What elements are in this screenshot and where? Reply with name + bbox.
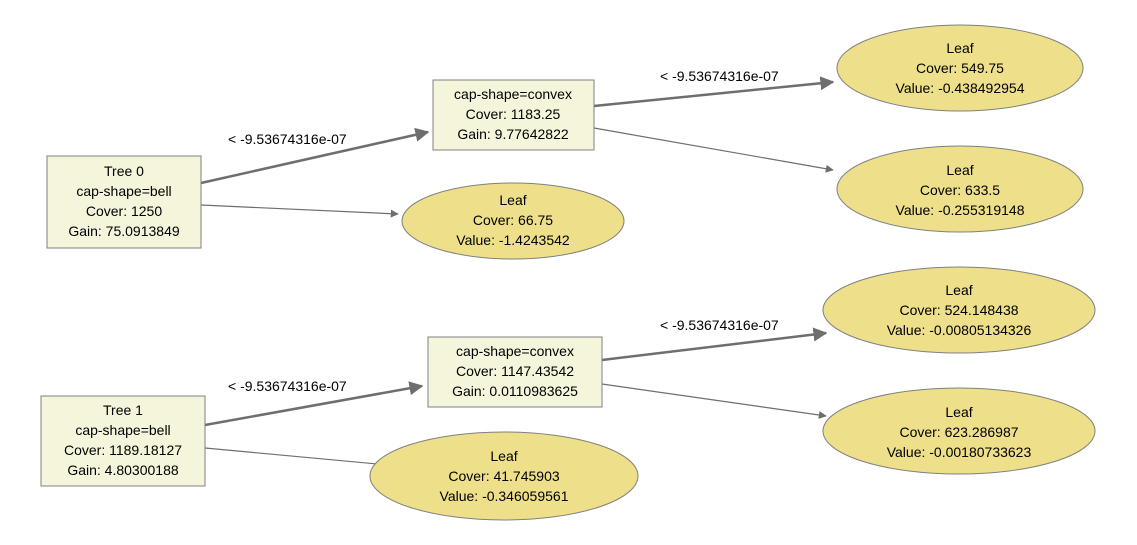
tree0-leaf-root: Leaf Cover: 66.75 Value: -1.4243542 bbox=[401, 182, 625, 260]
tree-0: < -9.53674316e-07 < -9.53674316e-07 Tree… bbox=[46, 24, 1084, 260]
node-line: Gain: 4.80300188 bbox=[67, 462, 179, 478]
node-line: Cover: 524.148438 bbox=[899, 302, 1018, 318]
node-line: Value: -0.255319148 bbox=[896, 202, 1025, 218]
node-line: Cover: 66.75 bbox=[473, 212, 553, 228]
node-line: Cover: 1189.18127 bbox=[64, 442, 182, 458]
node-line: Gain: 9.77642822 bbox=[457, 126, 569, 142]
edge-label-tree0-split-yes: < -9.53674316e-07 bbox=[660, 68, 779, 84]
edge-label-tree1-split-yes: < -9.53674316e-07 bbox=[660, 317, 779, 333]
tree1-leaf-root: Leaf Cover: 41.745903 Value: -0.34605956… bbox=[369, 431, 639, 521]
node-line: Leaf bbox=[946, 40, 973, 56]
edge-tree1-root-to-leaf bbox=[204, 447, 389, 469]
node-line: Cover: 1147.43542 bbox=[456, 363, 574, 379]
node-line: Leaf bbox=[945, 282, 972, 298]
node-line: Leaf bbox=[490, 448, 517, 464]
node-line: Gain: 75.0913849 bbox=[68, 223, 180, 239]
edge-tree1-split-to-leaf-no bbox=[601, 383, 827, 419]
node-line: Cover: 633.5 bbox=[920, 182, 1000, 198]
tree1-leaf-yes: Leaf Cover: 524.148438 Value: -0.0080513… bbox=[822, 266, 1096, 354]
node-line: Tree 0 bbox=[104, 163, 144, 179]
node-line: cap-shape=convex bbox=[454, 86, 572, 102]
node-line: Cover: 41.745903 bbox=[448, 468, 560, 484]
node-line: Leaf bbox=[499, 192, 526, 208]
node-line: Value: -0.346059561 bbox=[440, 488, 569, 504]
edge-tree1-split-to-leaf-yes bbox=[601, 327, 828, 362]
node-line: Tree 1 bbox=[103, 402, 143, 418]
node-line: Leaf bbox=[946, 162, 973, 178]
node-line: cap-shape=bell bbox=[75, 422, 170, 438]
edge-tree0-root-to-leaf bbox=[200, 204, 399, 218]
edge-tree0-split-to-leaf-no bbox=[593, 127, 834, 173]
tree0-split-node: cap-shape=convex Cover: 1183.25 Gain: 9.… bbox=[432, 79, 595, 151]
node-line: Leaf bbox=[945, 404, 972, 420]
node-line: Cover: 1250 bbox=[86, 203, 162, 219]
tree0-leaf-yes: Leaf Cover: 549.75 Value: -0.438492954 bbox=[836, 24, 1084, 112]
tree1-leaf-no: Leaf Cover: 623.286987 Value: -0.0018073… bbox=[822, 387, 1096, 475]
node-line: Gain: 0.0110983625 bbox=[452, 383, 578, 399]
node-line: cap-shape=bell bbox=[76, 183, 171, 199]
edge-label-tree1-root-yes: < -9.53674316e-07 bbox=[228, 378, 347, 394]
node-line: Value: -0.00180733623 bbox=[887, 444, 1032, 460]
node-line: Cover: 1183.25 bbox=[466, 106, 561, 122]
tree0-root-node: Tree 0 cap-shape=bell Cover: 1250 Gain: … bbox=[46, 155, 202, 249]
edge-tree0-split-to-leaf-yes bbox=[593, 76, 835, 108]
tree1-split-node: cap-shape=convex Cover: 1147.43542 Gain:… bbox=[427, 336, 603, 408]
node-line: Value: -0.438492954 bbox=[896, 80, 1025, 96]
tree1-root-node: Tree 1 cap-shape=bell Cover: 1189.18127 … bbox=[40, 395, 206, 487]
tree0-leaf-no: Leaf Cover: 633.5 Value: -0.255319148 bbox=[836, 145, 1084, 233]
node-line: cap-shape=convex bbox=[456, 343, 574, 359]
edge-label-tree0-root-yes: < -9.53674316e-07 bbox=[228, 131, 347, 147]
edge-tree0-root-to-split bbox=[200, 127, 430, 185]
node-line: Cover: 549.75 bbox=[916, 60, 1004, 76]
node-line: Value: -1.4243542 bbox=[456, 232, 570, 248]
node-line: Value: -0.00805134326 bbox=[887, 322, 1032, 338]
tree-1: < -9.53674316e-07 < -9.53674316e-07 Tree… bbox=[40, 266, 1096, 521]
node-line: Cover: 623.286987 bbox=[899, 424, 1018, 440]
edge-tree1-root-to-split bbox=[204, 381, 424, 427]
